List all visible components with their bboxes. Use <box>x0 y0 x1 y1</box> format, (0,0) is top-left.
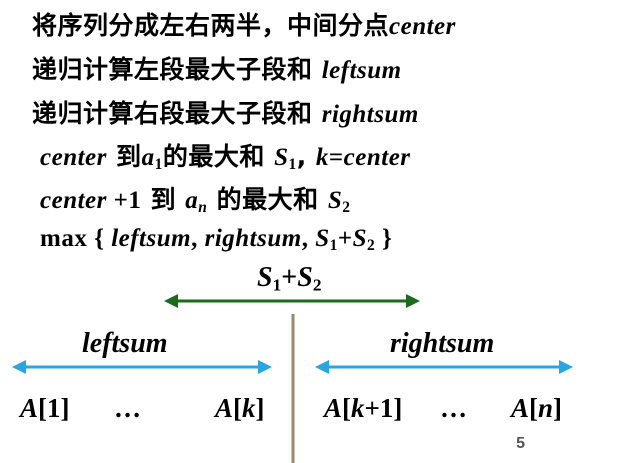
line-right-recursion: 递归计算右段最大子段和 rightsum <box>32 99 419 128</box>
leftsum-arrow-right-head <box>258 360 272 374</box>
page-number: 5 <box>516 435 525 452</box>
sum-label: S1+S2 <box>257 262 322 295</box>
line-s1: center 到a1的最大和 S1, k=center <box>40 142 411 173</box>
line-s2: center +1 到 an 的最大和 S2 <box>40 185 351 216</box>
sum-arrow-right-head <box>406 294 420 308</box>
rightsum-arrow-left-head <box>315 360 329 374</box>
sum-arrow-left-head <box>164 294 178 308</box>
dots-left: … <box>114 393 141 423</box>
dots-right: … <box>440 393 467 423</box>
line-left-recursion: 递归计算左段最大子段和 leftsum <box>32 55 402 84</box>
array-a1: A[1] <box>20 393 70 423</box>
array-an: A[n] <box>511 393 563 423</box>
line-split: 将序列分成左右两半，中间分点center <box>32 11 456 40</box>
leftsum-label: leftsum <box>82 328 168 359</box>
array-ak1: A[k+1] <box>324 393 403 423</box>
rightsum-arrow-right-head <box>559 360 573 374</box>
line-max: max { leftsum, rightsum, S1+S2 } <box>40 225 393 254</box>
rightsum-label: rightsum <box>390 328 495 359</box>
leftsum-arrow-left-head <box>12 360 26 374</box>
array-ak: A[k] <box>215 393 265 423</box>
